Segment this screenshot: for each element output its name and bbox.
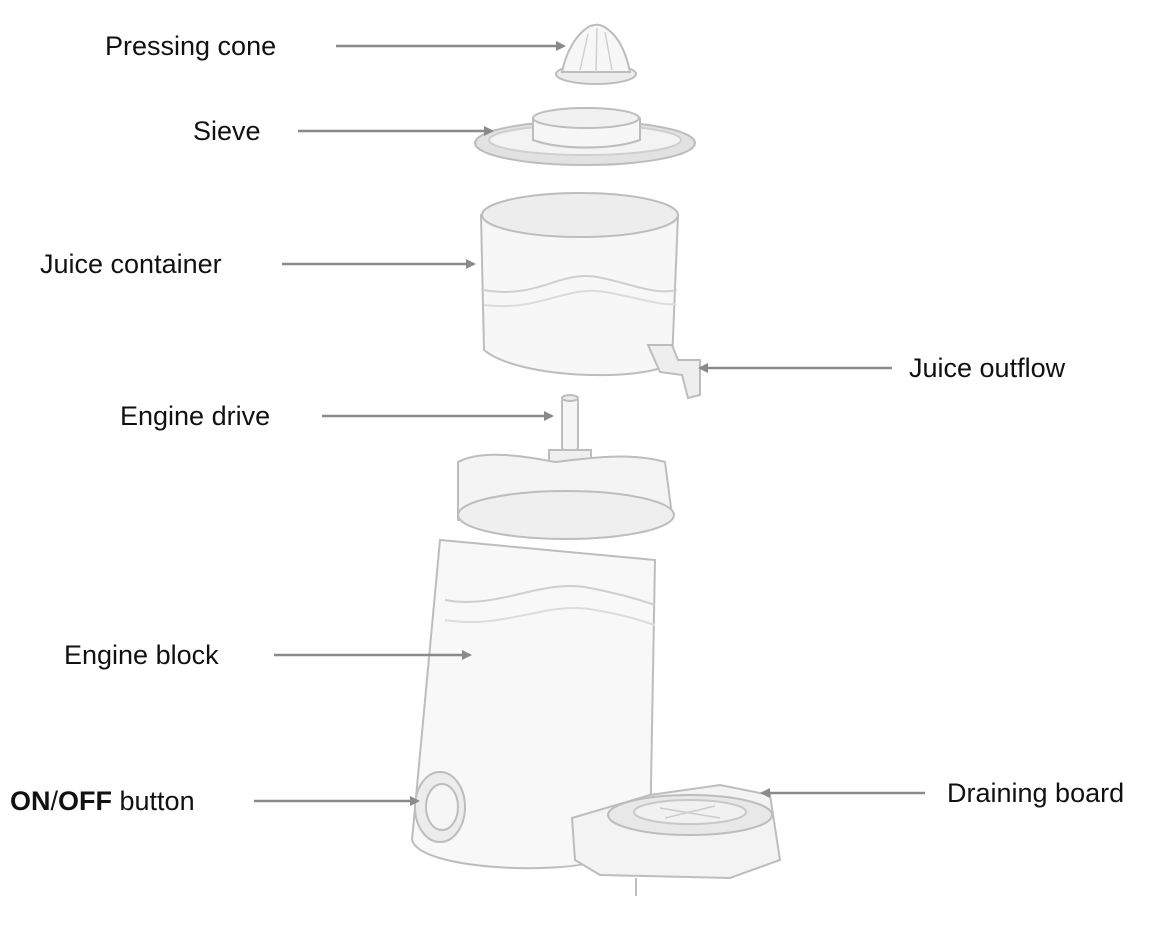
label-engine-block: Engine block <box>64 642 219 669</box>
label-button-word: button <box>112 786 195 816</box>
label-draining-board: Draining board <box>947 780 1124 807</box>
pressing-cone-drawing <box>556 25 636 84</box>
label-on-off-button: ON/OFF button <box>10 788 195 815</box>
juice-container-drawing <box>481 193 700 398</box>
label-slash: / <box>51 786 59 816</box>
label-off: OFF <box>58 786 112 816</box>
label-engine-drive: Engine drive <box>120 403 270 430</box>
label-juice-container: Juice container <box>40 251 222 278</box>
label-juice-outflow: Juice outflow <box>909 355 1065 382</box>
label-on: ON <box>10 786 51 816</box>
sieve-drawing <box>475 108 695 165</box>
label-sieve: Sieve <box>193 118 261 145</box>
on-off-button-drawing <box>415 772 465 842</box>
engine-block-drawing <box>412 455 780 896</box>
label-pressing-cone: Pressing cone <box>105 33 276 60</box>
